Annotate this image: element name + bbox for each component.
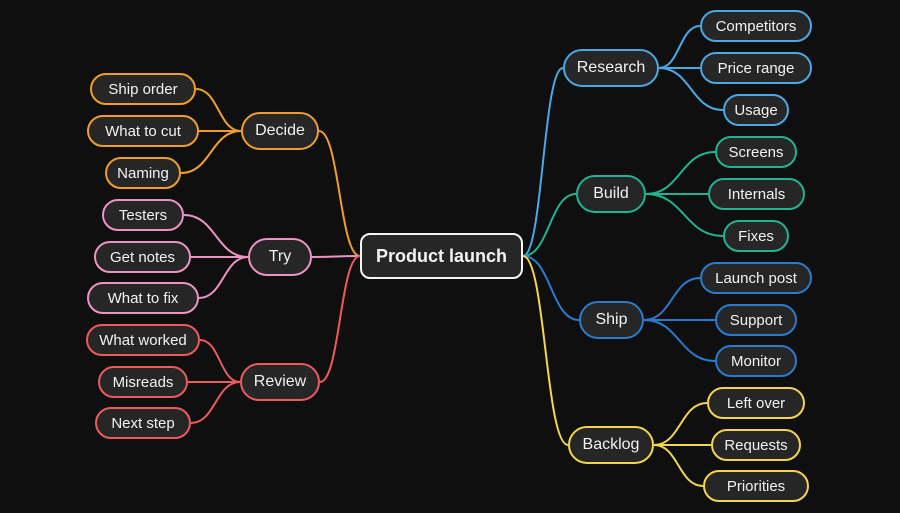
leaf-research-usage[interactable]: Usage bbox=[723, 94, 789, 126]
leaf-try-what-to-fix[interactable]: What to fix bbox=[87, 282, 199, 314]
connector-ship-launch-post bbox=[643, 277, 701, 321]
connector-research-usage bbox=[658, 67, 724, 111]
leaf-review-what-worked[interactable]: What worked bbox=[86, 324, 200, 356]
leaf-ship-monitor[interactable]: Monitor bbox=[715, 345, 797, 377]
connector-research bbox=[522, 67, 564, 257]
connector-ship-monitor bbox=[643, 319, 716, 362]
connector-try-what-to-fix bbox=[198, 256, 249, 299]
connector-backlog-priorities bbox=[653, 444, 704, 487]
leaf-build-fixes[interactable]: Fixes bbox=[723, 220, 789, 252]
connector-build-screens bbox=[645, 151, 716, 195]
leaf-review-misreads[interactable]: Misreads bbox=[98, 366, 188, 398]
leaf-backlog-left-over[interactable]: Left over bbox=[707, 387, 805, 419]
connector-decide-ship-order bbox=[195, 88, 242, 132]
connector-decide bbox=[318, 130, 361, 257]
branch-backlog[interactable]: Backlog bbox=[568, 426, 654, 464]
branch-build[interactable]: Build bbox=[576, 175, 646, 213]
connector-review bbox=[319, 255, 361, 383]
root-node[interactable]: Product launch bbox=[360, 233, 523, 279]
leaf-decide-what-to-cut[interactable]: What to cut bbox=[87, 115, 199, 147]
connector-decide-naming bbox=[180, 130, 242, 174]
connector-try bbox=[311, 255, 361, 258]
connector-build-fixes bbox=[645, 193, 724, 237]
leaf-build-internals[interactable]: Internals bbox=[708, 178, 805, 210]
connector-research-competitors bbox=[658, 25, 701, 69]
connector-try-testers bbox=[183, 214, 249, 258]
leaf-try-testers[interactable]: Testers bbox=[102, 199, 184, 231]
leaf-ship-support[interactable]: Support bbox=[715, 304, 797, 336]
connector-backlog bbox=[522, 255, 569, 446]
connector-review-next-step bbox=[190, 381, 241, 424]
leaf-decide-naming[interactable]: Naming bbox=[105, 157, 181, 189]
leaf-research-price-range[interactable]: Price range bbox=[700, 52, 812, 84]
leaf-research-competitors[interactable]: Competitors bbox=[700, 10, 812, 42]
connector-build bbox=[522, 193, 577, 257]
branch-research[interactable]: Research bbox=[563, 49, 659, 87]
connector-review-what-worked bbox=[199, 339, 241, 383]
leaf-backlog-priorities[interactable]: Priorities bbox=[703, 470, 809, 502]
leaf-ship-launch-post[interactable]: Launch post bbox=[700, 262, 812, 294]
leaf-backlog-requests[interactable]: Requests bbox=[711, 429, 801, 461]
branch-review[interactable]: Review bbox=[240, 363, 320, 401]
connector-backlog-left-over bbox=[653, 402, 708, 446]
branch-ship[interactable]: Ship bbox=[579, 301, 644, 339]
leaf-review-next-step[interactable]: Next step bbox=[95, 407, 191, 439]
leaf-build-screens[interactable]: Screens bbox=[715, 136, 797, 168]
branch-try[interactable]: Try bbox=[248, 238, 312, 276]
leaf-decide-ship-order[interactable]: Ship order bbox=[90, 73, 196, 105]
leaf-try-get-notes[interactable]: Get notes bbox=[94, 241, 191, 273]
branch-decide[interactable]: Decide bbox=[241, 112, 319, 150]
connector-ship bbox=[522, 255, 580, 321]
